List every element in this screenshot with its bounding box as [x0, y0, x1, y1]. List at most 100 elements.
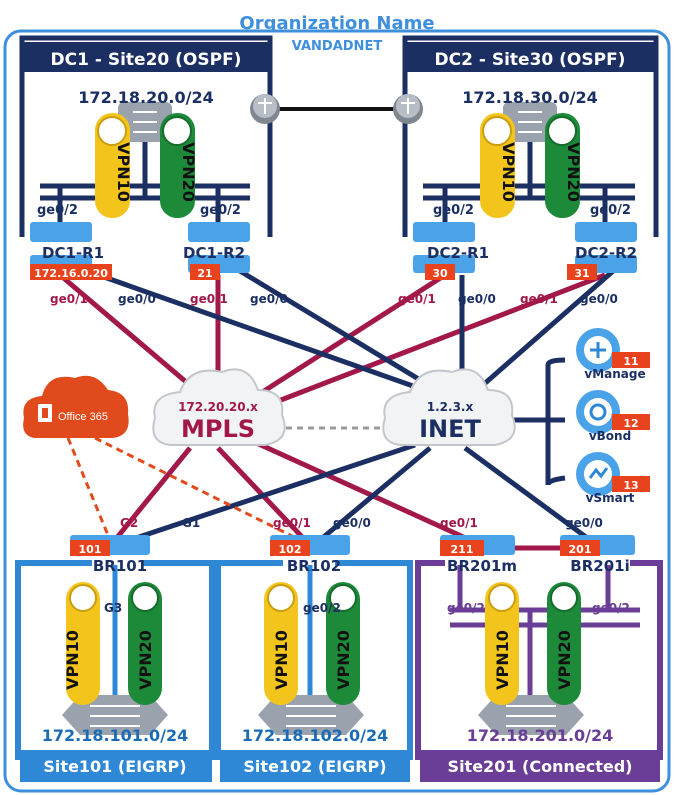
dc2-r2-id: 31 — [574, 267, 589, 280]
dc1-vpn10-label: VPN10 — [114, 142, 133, 202]
br201i-id-badge — [560, 540, 600, 556]
br201m-name: BR201m — [447, 557, 517, 575]
site102-switch-icon — [258, 695, 364, 735]
vmanage-icon — [576, 328, 620, 372]
site101-vpn10-label: VPN10 — [63, 630, 82, 690]
vbond-name: vBond — [589, 429, 631, 443]
br102-ge02: ge0/2 — [303, 601, 341, 615]
br201i-ge00: ge0/0 — [565, 516, 603, 530]
site102-vpn20-pill — [326, 582, 360, 705]
site201-title: Site201 (Connected) — [448, 757, 633, 776]
site102-vpn10-label: VPN10 — [272, 630, 291, 690]
dc2-vpn20-pill — [545, 113, 580, 218]
vsmart-id-badge — [612, 476, 650, 492]
vmanage-id-badge — [612, 352, 650, 368]
dc2-r2-ge02: ge0/2 — [590, 203, 631, 218]
vsmart-name: vSmart — [586, 491, 635, 505]
site102-frame — [215, 560, 413, 760]
site201-frame — [415, 560, 663, 760]
org-frame — [3, 29, 671, 793]
site201-subnet: 172.18.201.0/24 — [467, 726, 614, 745]
dc2-r2-ge00: ge0/0 — [580, 292, 618, 306]
br102-id-badge — [270, 540, 310, 556]
br201m-ge01: ge0/1 — [440, 516, 478, 530]
dc1-frame — [19, 35, 273, 237]
dc2-frame — [402, 35, 659, 237]
dc2-core-router-icon — [393, 94, 423, 124]
vbond-id: 12 — [623, 417, 638, 430]
dc2-r2-id-badge — [567, 264, 597, 280]
org-title: Organization Name — [239, 13, 434, 34]
vsmart-icon — [576, 452, 620, 496]
vmanage-name: vManage — [584, 367, 645, 381]
site101-subnet: 172.18.101.0/24 — [42, 726, 189, 745]
dc1-vpn20-label: VPN20 — [179, 142, 198, 202]
br101-id-badge — [70, 540, 110, 556]
br201m-ge02: ge0/2 — [447, 601, 485, 615]
site201-switch-icon — [478, 695, 584, 735]
site102-title: Site102 (EIGRP) — [243, 757, 386, 776]
inet-label: INET — [419, 415, 481, 443]
dc2-r2-ge01: ge0/1 — [520, 292, 558, 306]
dc1-r1-ge00: ge0/0 — [118, 292, 156, 306]
mpls-links — [58, 272, 606, 551]
dc2-r1-id: 30 — [432, 267, 448, 280]
site201-vpn10-label: VPN10 — [493, 630, 512, 690]
br101-g1: G1 — [182, 516, 200, 530]
dc2-r1-id-badge — [425, 264, 455, 280]
dc1-vpn10-pill — [95, 113, 130, 218]
dc1-title: DC1 - Site20 (OSPF) — [51, 50, 242, 70]
site201-vpn10-pill — [485, 582, 519, 705]
site101-vpn10-pill — [66, 582, 100, 705]
dc1-core-router-icon — [250, 94, 280, 124]
br201m-id: 211 — [451, 543, 474, 556]
dc1-switch-icon — [118, 102, 172, 142]
dc2-vpn10-label: VPN10 — [499, 142, 518, 202]
dc2-r1-ge01: ge0/1 — [398, 292, 436, 306]
site101-switch-icon — [62, 695, 168, 735]
br201m-id-badge — [440, 540, 484, 556]
office365-links — [66, 436, 301, 542]
site102-footer — [220, 750, 410, 782]
br101-id: 101 — [79, 543, 102, 556]
br101-g2: G2 — [120, 516, 138, 530]
dc1-r2-id: 21 — [197, 267, 212, 280]
dc1-r1-name: DC1-R1 — [42, 244, 104, 262]
dc2-switch-icon — [503, 102, 557, 142]
office365-label: Office 365 — [58, 411, 108, 423]
system-id-badges — [30, 264, 650, 556]
dc1-r2-ge02: ge0/2 — [200, 203, 241, 218]
site102-vpn20-label: VPN20 — [334, 630, 353, 690]
dc1-lan — [40, 130, 250, 222]
br102-id: 102 — [279, 543, 302, 556]
dc2-vpn10-pill — [480, 113, 515, 218]
dc1-r2-name: DC1-R2 — [183, 244, 245, 262]
site101-vpn20-pill — [128, 582, 162, 705]
br201i-id: 201 — [569, 543, 592, 556]
inet-subnet: 1.2.3.x — [427, 400, 474, 414]
br101-g3: G3 — [104, 601, 122, 615]
dc2-r2-name: DC2-R2 — [575, 244, 637, 262]
dc2-title: DC2 - Site30 (OSPF) — [435, 50, 626, 70]
site201-vpn20-pill — [547, 582, 581, 705]
dc1-subnet: 172.18.20.0/24 — [78, 88, 213, 107]
site201-vpn20-label: VPN20 — [555, 630, 574, 690]
site101-vpn20-label: VPN20 — [136, 630, 155, 690]
vbond-id-badge — [612, 414, 650, 430]
dc1-r1-ge02: ge0/2 — [37, 203, 78, 218]
br102-ge00: ge0/0 — [333, 516, 371, 530]
site101-footer — [20, 750, 212, 782]
org-subtitle: VANDADNET — [292, 39, 383, 54]
dc2-r1-ge02: ge0/2 — [433, 203, 474, 218]
dc2-subnet: 172.18.30.0/24 — [462, 88, 597, 107]
office365-cloud-icon — [23, 375, 129, 438]
site102-vpn10-pill — [264, 582, 298, 705]
dc1-r1-id-badge — [30, 264, 112, 280]
dc1-r2-ge01: ge0/1 — [190, 292, 228, 306]
dc1-r1-id: 172.16.0.20 — [34, 267, 108, 280]
site201-footer — [420, 750, 660, 782]
mpls-cloud-icon — [152, 368, 286, 446]
site101-frame — [15, 560, 215, 760]
dc1-r1-ge01: ge0/1 — [50, 292, 88, 306]
